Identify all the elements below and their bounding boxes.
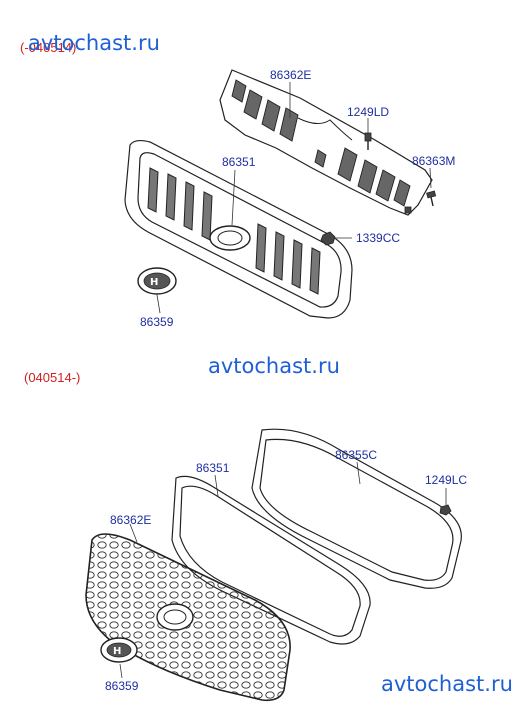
label-86362e-bottom: 86362E [110, 513, 151, 527]
svg-text:H: H [113, 646, 121, 657]
nut-1339cc-icon [320, 231, 336, 246]
screw-1249lc-icon [439, 504, 452, 516]
label-86362e-top: 86362E [270, 68, 311, 82]
label-86355c: 86355C [335, 448, 377, 462]
watermark-bottom: avtochast.ru [381, 672, 513, 696]
grille-frame-bottom [171, 475, 371, 645]
emblem-top-icon: H [137, 267, 177, 295]
leader-lines-top [156, 82, 432, 314]
label-86363m: 86363M [412, 154, 455, 168]
leader-lines-bottom [119, 461, 447, 679]
grille-insert-top [219, 69, 433, 216]
label-1249lc: 1249LC [425, 473, 467, 487]
clip-86363m-icon [404, 190, 437, 214]
grille-top [124, 139, 353, 319]
label-1339cc: 1339CC [356, 231, 400, 245]
grille-insert-bottom [85, 533, 291, 702]
cover-86355c [251, 428, 462, 589]
label-86351-bottom: 86351 [196, 461, 230, 475]
date-range-top: (-040514) [20, 40, 76, 55]
label-86359-bottom: 86359 [105, 679, 139, 693]
watermark-top: avtochast.ru [28, 31, 160, 55]
label-86359-top: 86359 [140, 315, 174, 329]
date-range-bottom: (040514-) [24, 370, 80, 385]
watermark-middle: avtochast.ru [208, 354, 340, 378]
label-86351-top: 86351 [222, 155, 256, 169]
svg-text:H: H [150, 277, 158, 288]
emblem-bottom-icon: H [100, 637, 138, 663]
label-1249ld: 1249LD [347, 105, 389, 119]
